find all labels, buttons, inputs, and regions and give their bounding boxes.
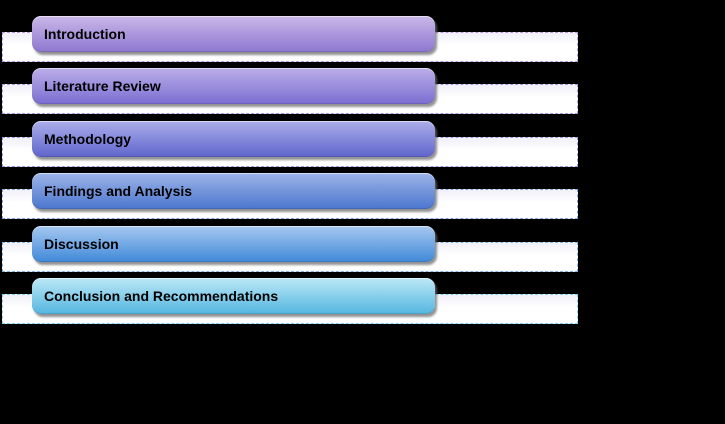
step-bar: Conclusion and Recommendations xyxy=(32,278,435,314)
step-row-literature-review: Literature Review xyxy=(2,68,578,114)
step-label: Methodology xyxy=(44,131,132,147)
step-bar: Findings and Analysis xyxy=(32,173,435,209)
step-row-introduction: Introduction xyxy=(2,16,578,62)
step-label: Introduction xyxy=(44,26,126,42)
step-bar: Introduction xyxy=(32,16,435,52)
step-row-findings-and-analysis: Findings and Analysis xyxy=(2,173,578,219)
step-bar: Literature Review xyxy=(32,68,435,104)
step-row-methodology: Methodology xyxy=(2,121,578,167)
step-label: Findings and Analysis xyxy=(44,183,193,199)
step-label: Literature Review xyxy=(44,78,161,94)
step-bar: Methodology xyxy=(32,121,435,157)
step-row-discussion: Discussion xyxy=(2,226,578,272)
step-row-conclusion-and-recommendations: Conclusion and Recommendations xyxy=(2,278,578,324)
step-label: Conclusion and Recommendations xyxy=(44,288,279,304)
step-label: Discussion xyxy=(44,236,119,252)
step-bar: Discussion xyxy=(32,226,435,262)
